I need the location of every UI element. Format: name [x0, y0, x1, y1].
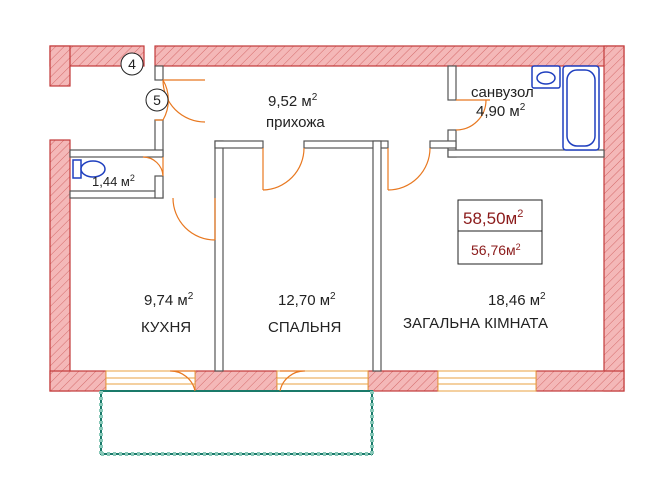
partition-bath-bottom — [447, 149, 605, 158]
living-total-area: 56,76м2 — [471, 242, 521, 258]
partition-toilet-top — [69, 149, 164, 158]
windows — [105, 370, 537, 392]
marker-5-text: 5 — [153, 92, 161, 108]
door-bedroom — [262, 147, 305, 191]
fixtures — [72, 65, 600, 179]
door-entrance — [162, 79, 206, 123]
wall-top-main — [154, 45, 625, 67]
living-area: 18,46 м2 — [488, 291, 546, 309]
doors — [142, 79, 490, 392]
kitchen-area: 9,74 м2 — [144, 291, 194, 309]
wall-bottom-left — [49, 370, 107, 392]
wall-left-stub — [49, 45, 71, 87]
marker-4: 4 — [120, 52, 144, 76]
door-living — [387, 147, 431, 191]
partition-toilet-right — [154, 175, 164, 199]
wall-left — [49, 139, 71, 392]
bathroom-name: санвузол — [471, 84, 534, 101]
door-bathroom — [455, 99, 490, 131]
door-toilet — [142, 156, 164, 177]
wall-right — [603, 45, 625, 392]
partition-bath-left — [447, 65, 457, 101]
partition-bedroom-living — [372, 140, 382, 372]
bedroom-area: 12,70 м2 — [278, 291, 336, 309]
partitions — [69, 65, 605, 372]
partition-hall-bottom-b — [303, 140, 389, 149]
window-bedroom — [276, 370, 369, 392]
door-kitchen — [172, 197, 216, 241]
living-name: ЗАГАЛЬНА КІМНАТА — [403, 315, 548, 332]
door-balcony-2 — [279, 370, 306, 392]
toilet-icon — [72, 159, 106, 179]
partition-hall-bottom-a — [214, 140, 264, 149]
wall-bottom-right — [535, 370, 625, 392]
partition-hall-living — [429, 140, 457, 149]
bedroom-name: СПАЛЬНЯ — [268, 319, 341, 336]
window-kitchen — [105, 370, 196, 392]
door-balcony — [169, 370, 196, 392]
window-living — [437, 370, 537, 392]
total-area: 58,50м2 — [463, 208, 523, 228]
partition-entry-top — [154, 65, 164, 81]
partition-toilet-bottom — [69, 190, 164, 199]
balcony — [99, 390, 374, 456]
toilet-area: 1,44 м2 — [92, 173, 135, 189]
totals-box: 58,50м2 56,76м2 — [457, 199, 543, 265]
kitchen-name: КУХНЯ — [141, 319, 191, 336]
marker-5: 5 — [145, 88, 169, 112]
balcony-outline — [100, 390, 373, 455]
hallway-area: 9,52 м2 — [268, 92, 318, 110]
hallway-name: прихожа — [266, 114, 325, 131]
marker-4-text: 4 — [128, 56, 136, 72]
partition-kitchen-bedroom — [214, 140, 224, 372]
wall-bottom-mid1 — [194, 370, 278, 392]
wall-bottom-mid2 — [367, 370, 439, 392]
bathroom-area: 4,90 м2 — [476, 102, 526, 120]
